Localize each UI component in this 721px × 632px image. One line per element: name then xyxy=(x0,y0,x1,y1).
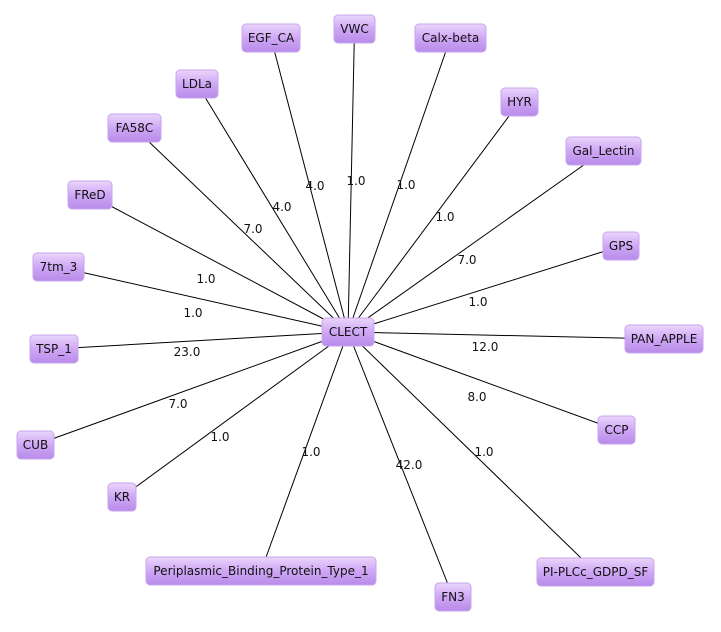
edge-weight-label: 1.0 xyxy=(346,174,365,188)
edge-kr xyxy=(121,331,349,498)
node-box xyxy=(29,334,79,364)
edge-tsp_1 xyxy=(53,331,349,350)
edge-weight-label: 1.0 xyxy=(301,445,320,459)
node-label: CLECT xyxy=(329,325,368,339)
node-label: VWC xyxy=(340,22,368,36)
node-box xyxy=(597,415,636,445)
node-box xyxy=(67,180,113,210)
node-label: Calx-beta xyxy=(422,31,480,45)
edge-weight-label: 1.0 xyxy=(210,430,229,444)
node-label: FA58C xyxy=(116,121,154,135)
node-label: CCP xyxy=(605,423,629,437)
edge-calx-beta xyxy=(347,37,451,333)
edge-fn3 xyxy=(347,331,454,598)
edge-weight-label: 42.0 xyxy=(396,458,423,472)
edge-ldla xyxy=(196,83,349,333)
node-box xyxy=(536,557,655,587)
edge-gps xyxy=(347,245,622,333)
node-label: FReD xyxy=(74,188,105,202)
edge-gal_lectin xyxy=(347,150,604,333)
edge-weight-label: 1.0 xyxy=(183,306,202,320)
edge-weight-label: 7.0 xyxy=(243,222,262,236)
node-ldla[interactable]: LDLa xyxy=(175,69,219,99)
node-vwc[interactable]: VWC xyxy=(333,14,376,44)
edge-cub xyxy=(35,331,349,446)
node-box xyxy=(145,556,377,586)
node-fn3[interactable]: FN3 xyxy=(434,582,472,612)
edge-vwc xyxy=(347,28,355,333)
node-pan_apple[interactable]: PAN_APPLE xyxy=(624,324,704,354)
node-tsp_1[interactable]: TSP_1 xyxy=(29,334,79,364)
edge-fred xyxy=(89,194,349,333)
node-gal_lectin[interactable]: Gal_Lectin xyxy=(565,136,642,166)
node-label: GPS xyxy=(609,239,633,253)
node-box xyxy=(321,317,375,347)
node-box xyxy=(241,23,301,53)
node-label: Periplasmic_Binding_Protein_Type_1 xyxy=(153,564,368,578)
node-label: KR xyxy=(114,490,130,504)
edge-weight-label: 4.0 xyxy=(305,179,324,193)
node-label: CUB xyxy=(23,438,48,452)
node-fa58c[interactable]: FA58C xyxy=(107,113,162,143)
edge-weight-label: 4.0 xyxy=(272,200,291,214)
node-periplasmic_binding_protein_type_1[interactable]: Periplasmic_Binding_Protein_Type_1 xyxy=(145,556,377,586)
edges-layer xyxy=(35,28,665,598)
edge-weight-label: 1.0 xyxy=(435,210,454,224)
node-box xyxy=(434,582,472,612)
node-label: Gal_Lectin xyxy=(572,144,634,158)
node-cub[interactable]: CUB xyxy=(16,430,55,460)
edge-egf_ca xyxy=(270,37,349,333)
node-label: PAN_APPLE xyxy=(631,332,698,346)
node-label: 7tm_3 xyxy=(40,260,78,274)
hub-node-clect[interactable]: CLECT xyxy=(321,317,375,347)
edge-weight-label: 1.0 xyxy=(474,445,493,459)
node-box xyxy=(107,113,162,143)
node-label: TSP_1 xyxy=(35,342,72,356)
node-box xyxy=(565,136,642,166)
node-box xyxy=(602,231,640,261)
node-label: HYR xyxy=(507,95,532,109)
edge-pi-plcc_gdpd_sf xyxy=(347,331,596,573)
edge-weight-label: 1.0 xyxy=(396,178,415,192)
node-box xyxy=(16,430,55,460)
node-box xyxy=(414,23,487,53)
edge-weight-label: 7.0 xyxy=(168,397,187,411)
node-box xyxy=(32,252,85,282)
node-fred[interactable]: FReD xyxy=(67,180,113,210)
edge-weight-label: 12.0 xyxy=(472,340,499,354)
edge-weight-label: 1.0 xyxy=(468,295,487,309)
node-egf_ca[interactable]: EGF_CA xyxy=(241,23,301,53)
edge-fa58c xyxy=(134,127,349,333)
node-box xyxy=(333,14,376,44)
edge-weight-label: 1.0 xyxy=(196,272,215,286)
node-box xyxy=(500,87,539,117)
edge-pan_apple xyxy=(347,331,665,340)
node-box xyxy=(107,482,137,512)
node-label: PI-PLCc_GDPD_SF xyxy=(543,565,649,579)
edge-7tm_3 xyxy=(58,266,349,333)
node-ccp[interactable]: CCP xyxy=(597,415,636,445)
edge-weight-label: 8.0 xyxy=(467,390,486,404)
node-pi-plcc_gdpd_sf[interactable]: PI-PLCc_GDPD_SF xyxy=(536,557,655,587)
node-box xyxy=(175,69,219,99)
node-label: LDLa xyxy=(182,77,212,91)
node-calx-beta[interactable]: Calx-beta xyxy=(414,23,487,53)
edge-periplasmic_binding_protein_type_1 xyxy=(260,331,349,572)
edge-hyr xyxy=(347,101,520,333)
node-hyr[interactable]: HYR xyxy=(500,87,539,117)
edge-ccp xyxy=(347,331,617,431)
node-kr[interactable]: KR xyxy=(107,482,137,512)
edge-weight-label: 23.0 xyxy=(174,345,201,359)
edge-labels-layer: 4.0 1.0 1.0 1.0 7.0 1.0 12.0 8.0 1.0 42.0 1.0 1.0 7.… xyxy=(168,174,498,472)
node-label: EGF_CA xyxy=(248,31,295,45)
edge-weight-label: 7.0 xyxy=(457,253,476,267)
node-box xyxy=(624,324,704,354)
node-7tm_3[interactable]: 7tm_3 xyxy=(32,252,85,282)
node-label: FN3 xyxy=(441,590,465,604)
node-gps[interactable]: GPS xyxy=(602,231,640,261)
